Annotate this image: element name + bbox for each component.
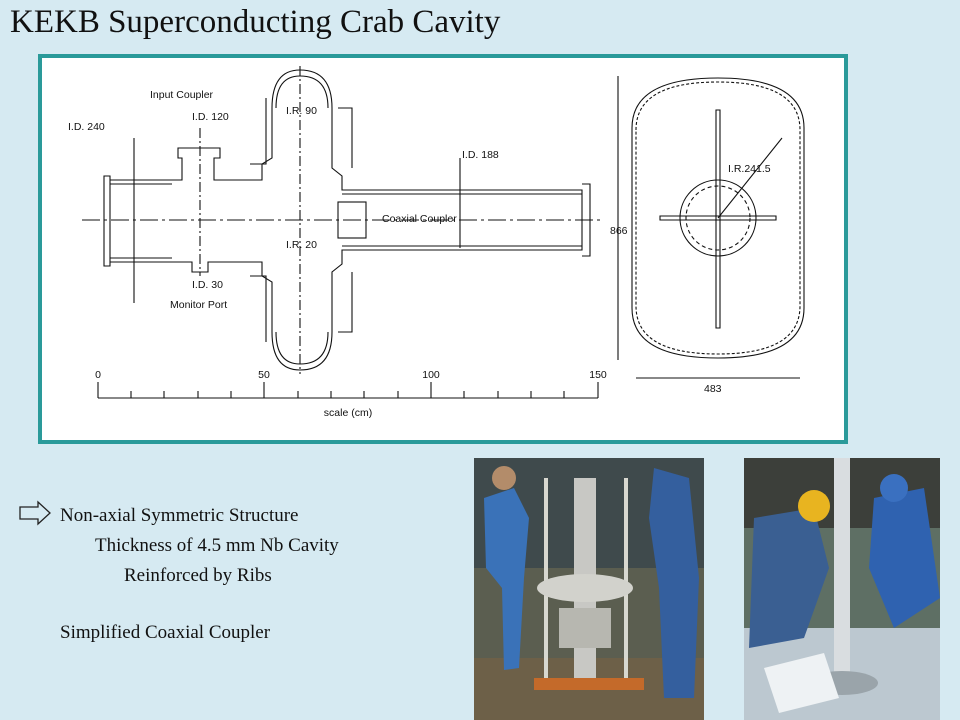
monitor-port xyxy=(172,261,242,273)
cavity-drawing-svg: Input Coupler I.D. 240 I.D. 120 I.R. 90 … xyxy=(68,66,805,419)
right-arrow-outline-icon xyxy=(19,500,51,526)
right-flange xyxy=(582,183,591,257)
ir-20-label: I.R. 20 xyxy=(286,239,317,251)
id-240-label: I.D. 240 xyxy=(68,121,105,133)
id-120-label: I.D. 120 xyxy=(192,111,229,123)
left-flange xyxy=(103,175,111,267)
coaxial-coupler-photo xyxy=(744,458,940,720)
scale-tick-label: 50 xyxy=(258,369,270,381)
end-view-outline xyxy=(631,77,805,359)
end-view-horizontal-rib xyxy=(659,215,777,221)
coaxial-coupler-pipe xyxy=(342,193,582,247)
page-title: KEKB Superconducting Crab Cavity xyxy=(10,4,501,40)
ir-241-5-label: I.R.241.5 xyxy=(728,163,771,175)
id-30-label: I.D. 30 xyxy=(192,279,223,291)
cavity-inner-arc-bottom xyxy=(275,331,329,365)
bullet-text: Simplified Coaxial Coupler xyxy=(60,622,271,643)
monitor-port-label: Monitor Port xyxy=(170,299,227,311)
scale-minor-ticks xyxy=(130,391,565,398)
scale-tick-label: 150 xyxy=(589,369,607,381)
coaxial-coupler-body xyxy=(337,201,367,239)
ir-241-5-radius-line xyxy=(717,137,783,219)
end-view-beam-port xyxy=(679,179,757,257)
cavity-inner-arc-top xyxy=(275,75,329,109)
scale-tick-label: 100 xyxy=(422,369,440,381)
cavity-assembly-photo xyxy=(474,458,704,720)
input-coupler-label: Input Coupler xyxy=(150,89,214,101)
id-188-label: I.D. 188 xyxy=(462,149,499,161)
coaxial-coupler-label: Coaxial Coupler xyxy=(382,213,457,225)
bullet-text: Thickness of 4.5 mm Nb Cavity xyxy=(95,535,339,556)
end-view-inner-port xyxy=(685,185,751,251)
cavity-technical-drawing: Input Coupler I.D. 240 I.D. 120 I.R. 90 … xyxy=(38,54,848,444)
bullet-text: Reinforced by Ribs xyxy=(124,565,272,586)
left-beam-pipe xyxy=(110,179,172,263)
input-coupler-port xyxy=(172,147,242,181)
bullet-text: Non-axial Symmetric Structure xyxy=(60,505,299,526)
scale-label: scale (cm) xyxy=(324,407,372,419)
cavity-cell-outline xyxy=(242,69,583,371)
dim-483-label: 483 xyxy=(704,383,722,395)
reinforcing-ribs xyxy=(250,98,353,342)
scale-tick-label: 0 xyxy=(95,369,101,381)
ir-90-label: I.R. 90 xyxy=(286,105,317,117)
dim-866-label: 866 xyxy=(610,225,628,237)
end-view-inner-outline xyxy=(635,81,801,355)
end-view-vertical-rib xyxy=(715,109,721,329)
